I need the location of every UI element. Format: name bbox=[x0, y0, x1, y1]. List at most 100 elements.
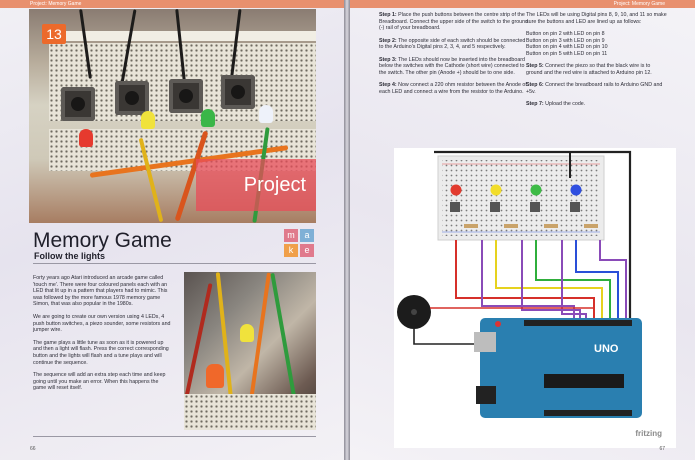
step-text: The LEDs should now be inserted into the… bbox=[379, 56, 525, 76]
step-label: Step 2: bbox=[379, 37, 397, 44]
header-top bbox=[524, 320, 632, 326]
logo-tile: m bbox=[284, 229, 298, 242]
step-4: Step 4: Now connect a 220 ohm resistor b… bbox=[379, 82, 531, 95]
step-text: Place the push buttons between the centr… bbox=[379, 12, 528, 31]
wire-blue bbox=[575, 240, 619, 320]
pin-map-item: Button on pin 4 with LED on pin 10 bbox=[526, 44, 608, 50]
logo-tile: e bbox=[300, 244, 314, 257]
step-5: Step 5: Connect the piezo so that the bl… bbox=[526, 63, 668, 76]
diagram-led-red bbox=[450, 184, 462, 196]
title-divider bbox=[33, 263, 316, 264]
diagram-resistor bbox=[504, 224, 518, 228]
step-6: Step 6: Connect the breadboard rails to … bbox=[526, 82, 668, 95]
wire-black bbox=[413, 329, 486, 345]
led-red bbox=[79, 129, 93, 147]
step-text: Now connect a 220 ohm resistor between t… bbox=[379, 82, 527, 95]
led-yellow bbox=[240, 324, 254, 342]
breadboard-top-rail bbox=[49, 31, 316, 41]
diagram-resistor bbox=[584, 224, 598, 228]
arduino-board bbox=[480, 318, 642, 418]
wire-red bbox=[455, 240, 595, 320]
wire-green bbox=[535, 240, 611, 320]
wire-yellow bbox=[495, 240, 603, 320]
logo-tile: a bbox=[300, 229, 314, 242]
diagram-resistor bbox=[544, 224, 558, 228]
diagram-led-green bbox=[530, 184, 542, 196]
diagram-button bbox=[570, 202, 580, 212]
steps-column-left: Step 1: Place the push buttons between t… bbox=[379, 12, 531, 101]
side-photo-leds-wires bbox=[184, 272, 316, 430]
pin-map-list: Button on pin 2 with LED on pin 8 Button… bbox=[526, 31, 668, 57]
step-1: Step 1: Place the push buttons between t… bbox=[379, 12, 531, 32]
wire-purple bbox=[561, 240, 587, 320]
step-3: Step 3: The LEDs should now be inserted … bbox=[379, 57, 531, 77]
step-text: Connect the breadboard rails to Arduino … bbox=[526, 82, 663, 95]
page-number-right: 67 bbox=[659, 446, 665, 452]
step-text: Upload the code. bbox=[545, 101, 586, 107]
pin-map-item: Button on pin 3 with LED on pin 9 bbox=[526, 37, 605, 44]
diagram-led-blue bbox=[570, 184, 582, 196]
section-label: Project bbox=[196, 159, 316, 211]
push-button-2 bbox=[115, 81, 149, 115]
step-2: Step 2: The opposite side of each switch… bbox=[379, 38, 531, 51]
pins-intro: The LEDs will be using Digital pins 8, 9… bbox=[526, 12, 667, 25]
breadboard-holes bbox=[184, 394, 316, 430]
article-title: Memory Game bbox=[33, 229, 172, 252]
intro-text: Forty years ago Atari introduced an arca… bbox=[33, 275, 173, 398]
piezo-buzzer-center bbox=[411, 309, 417, 315]
diagram-led-yellow bbox=[490, 184, 502, 196]
breadboard-holes bbox=[442, 160, 600, 236]
diagram-button bbox=[530, 202, 540, 212]
push-button-4 bbox=[221, 75, 255, 109]
make-logo: m a k e bbox=[284, 229, 316, 259]
wire-purple bbox=[599, 240, 627, 320]
chapter-number-badge: 13 bbox=[42, 24, 66, 44]
logo-tile: k bbox=[284, 244, 298, 257]
fritzing-watermark: fritzing bbox=[635, 429, 662, 438]
led-orange-lit bbox=[206, 364, 224, 388]
pin-map-item: Button on pin 5 with LED on pin 11 bbox=[526, 50, 608, 57]
pin-map-item: Button on pin 2 with LED on pin 8 bbox=[526, 31, 605, 37]
hero-photo-breadboard: 13 Project bbox=[29, 9, 316, 223]
page-number-left: 66 bbox=[30, 446, 36, 452]
led-green bbox=[201, 109, 215, 127]
step-label: Step 6: bbox=[526, 82, 544, 88]
fritzing-wiring-diagram: UNO fritzing bbox=[394, 148, 676, 448]
right-page: Project: Memory Game Step 1: Place the p… bbox=[350, 0, 695, 460]
diagram-button bbox=[490, 202, 500, 212]
step-text: Connect the piezo so that the black wire… bbox=[526, 63, 652, 76]
article-subtitle: Follow the lights bbox=[34, 251, 105, 261]
intro-paragraph: The game plays a little tune as soon as … bbox=[33, 339, 169, 366]
intro-paragraph: We are going to create our own version u… bbox=[33, 313, 171, 334]
step-label: Step 1: bbox=[379, 12, 397, 18]
intro-paragraph: The sequence will add an extra step each… bbox=[33, 372, 166, 392]
diagram-resistor bbox=[464, 224, 478, 228]
running-head-left: Project: Memory Game bbox=[0, 0, 344, 8]
left-page: Project: Memory Game 13 Project Memory bbox=[0, 0, 344, 460]
led-yellow bbox=[141, 111, 155, 129]
wire-black bbox=[434, 150, 632, 378]
diagram-button bbox=[450, 202, 460, 212]
reset-button bbox=[495, 321, 501, 327]
step-label: Step 7: bbox=[526, 101, 544, 107]
atmega-chip bbox=[544, 374, 624, 388]
step-7: Step 7: Upload the code. bbox=[526, 101, 668, 108]
intro-paragraph: Forty years ago Atari introduced an arca… bbox=[33, 275, 168, 308]
steps-column-right: The LEDs will be using Digital pins 8, 9… bbox=[526, 12, 668, 114]
page-gutter bbox=[344, 0, 350, 460]
wiring-diagram-svg: UNO bbox=[397, 150, 642, 418]
push-button-1 bbox=[61, 87, 95, 121]
step-text: The opposite side of each switch should … bbox=[379, 37, 526, 51]
header-bottom bbox=[544, 410, 632, 416]
step-label: Step 4: bbox=[379, 82, 397, 88]
step-label: Step 3: bbox=[379, 56, 397, 63]
arduino-uno-label: UNO bbox=[594, 343, 619, 355]
running-head-right: Project: Memory Game bbox=[350, 0, 695, 8]
push-button-3 bbox=[169, 79, 203, 113]
power-jack bbox=[476, 386, 496, 404]
step-label: Step 5: bbox=[526, 63, 544, 69]
led-white bbox=[259, 105, 273, 123]
usb-port bbox=[474, 332, 496, 352]
footer-divider bbox=[33, 436, 316, 437]
